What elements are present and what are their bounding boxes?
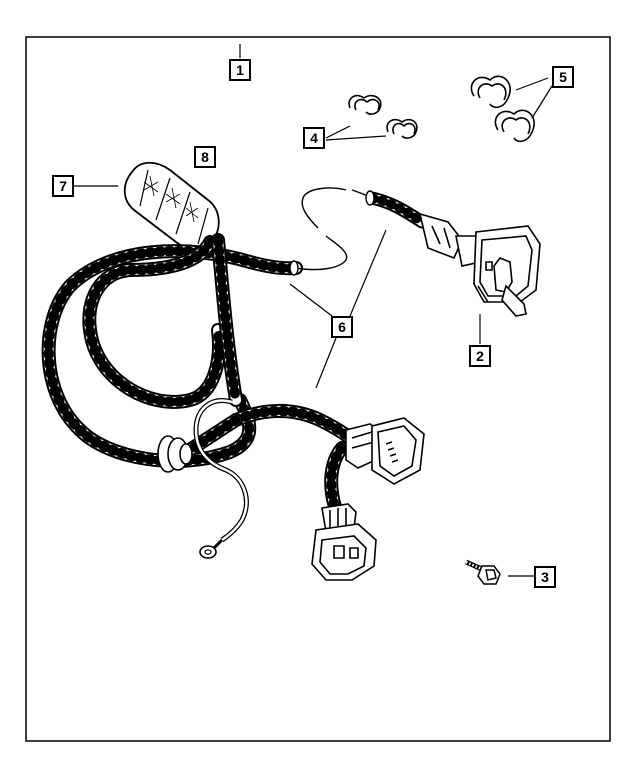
callout-4: 4 (303, 127, 325, 149)
leader-4b (325, 135, 387, 141)
diagram-frame (25, 36, 611, 742)
wire-break-lines (289, 187, 375, 276)
harness-part-6 (41, 191, 429, 517)
leader-5a (515, 77, 549, 91)
harness-connector-upper (345, 417, 425, 485)
callout-1: 1 (229, 59, 251, 81)
leader-6a (289, 283, 333, 317)
pouch-part-7 (123, 161, 220, 250)
callout-2: 2 (469, 345, 491, 367)
ground-wire (193, 398, 249, 559)
leader-4a (325, 125, 351, 139)
callout-7: 7 (52, 175, 74, 197)
trailer-connector-part-2 (418, 212, 541, 317)
callout-6: 6 (331, 316, 353, 338)
leader-6b (349, 229, 387, 317)
callout-8: 8 (194, 146, 216, 168)
callout-5: 5 (552, 66, 574, 88)
leader-5b (531, 85, 553, 119)
leader-6c (315, 337, 337, 389)
clip-part-4 (348, 94, 418, 139)
grommet (145, 435, 193, 473)
callout-3: 3 (534, 566, 556, 588)
bolt-part-3 (464, 559, 501, 585)
clip-part-5 (470, 75, 535, 143)
harness-connector-lower (311, 503, 377, 581)
